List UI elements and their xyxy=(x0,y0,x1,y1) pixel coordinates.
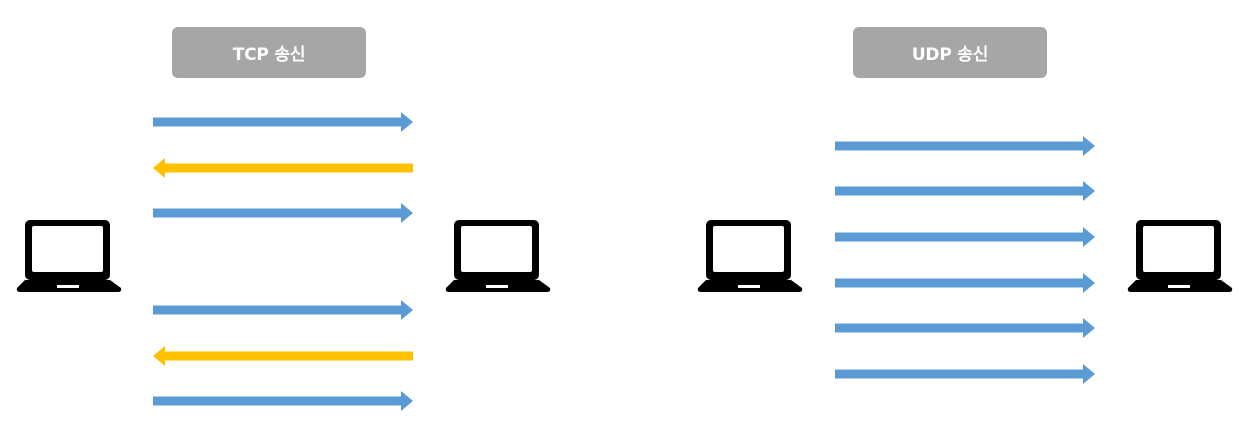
udp-receiver-laptop-icon xyxy=(1127,218,1233,294)
tcp-ack-arrow xyxy=(153,346,413,366)
udp-data-arrow xyxy=(835,364,1095,384)
tcp-data-arrow xyxy=(153,300,413,320)
tcp-receiver-laptop-icon xyxy=(445,218,551,294)
udp-title-text: UDP 송신 xyxy=(911,45,989,65)
udp-data-arrow xyxy=(835,136,1095,156)
tcp-data-arrow xyxy=(153,203,413,223)
udp-data-arrow xyxy=(835,181,1095,201)
tcp-title-text: TCP 송신 xyxy=(232,45,306,65)
tcp-sender-laptop-icon xyxy=(16,218,122,294)
tcp-data-arrow xyxy=(153,391,413,411)
udp-data-arrow xyxy=(835,227,1095,247)
tcp-data-arrow xyxy=(153,112,413,132)
udp-data-arrow xyxy=(835,273,1095,293)
tcp-ack-arrow xyxy=(153,158,413,178)
udp-sender-laptop-icon xyxy=(697,218,803,294)
udp-data-arrow xyxy=(835,318,1095,338)
udp-title-label: UDP 송신 xyxy=(853,27,1047,78)
tcp-title-label: TCP 송신 xyxy=(172,27,366,78)
